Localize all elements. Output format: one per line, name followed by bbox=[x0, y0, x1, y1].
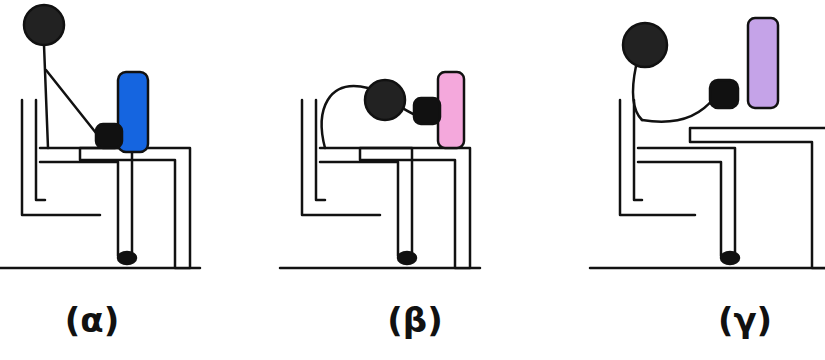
chair bbox=[620, 100, 695, 215]
mouse bbox=[96, 124, 122, 148]
panel-label: (β) bbox=[387, 300, 442, 340]
upright-posture bbox=[0, 5, 200, 268]
desk bbox=[360, 148, 470, 268]
torso bbox=[322, 86, 368, 148]
arm bbox=[46, 70, 100, 138]
head bbox=[365, 80, 405, 120]
arm bbox=[642, 98, 714, 122]
hunched-posture bbox=[280, 72, 480, 268]
panel-label: (α) bbox=[65, 300, 119, 340]
head bbox=[623, 23, 667, 67]
foot bbox=[398, 252, 416, 264]
leg bbox=[320, 148, 412, 256]
head bbox=[24, 5, 64, 45]
monitor bbox=[438, 72, 464, 148]
reclined-posture bbox=[590, 18, 825, 268]
torso bbox=[633, 66, 642, 120]
foot bbox=[721, 252, 739, 264]
panel-label: (γ) bbox=[718, 300, 772, 340]
leg bbox=[40, 148, 132, 256]
leg bbox=[638, 148, 735, 256]
desk bbox=[80, 148, 190, 268]
torso bbox=[44, 45, 48, 148]
monitor bbox=[748, 18, 778, 108]
floor bbox=[590, 267, 825, 270]
mouse bbox=[414, 98, 440, 124]
foot bbox=[118, 252, 136, 264]
floor bbox=[280, 267, 480, 270]
floor bbox=[0, 267, 200, 270]
mouse bbox=[710, 80, 738, 108]
